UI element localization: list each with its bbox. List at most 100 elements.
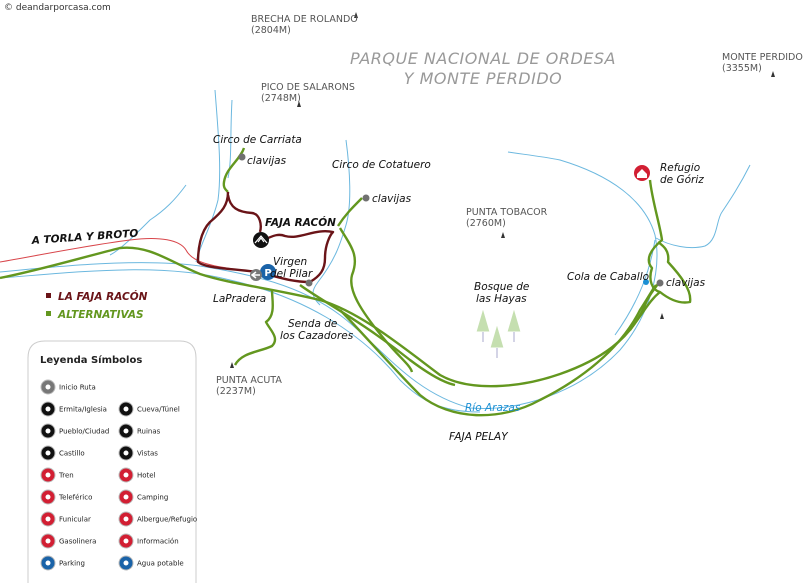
road-to-torla — [0, 237, 241, 271]
legend-label: Tren — [58, 472, 74, 480]
legend-label: Parking — [59, 560, 85, 568]
legend-label: Inicio Ruta — [59, 384, 96, 392]
legend-item: Hotel — [118, 467, 156, 483]
rivers — [0, 89, 751, 413]
legend-label: Pueblo/Ciudad — [59, 428, 109, 436]
info-icon-glyph — [123, 538, 129, 544]
label-faja-racon: FAJA RACÓN — [265, 216, 336, 229]
label-pradera: LaPradera — [213, 293, 266, 305]
peak-brecha-alt: (2804M) — [251, 25, 291, 36]
waterfall-marker — [643, 279, 649, 285]
legend-item: Ruinas — [118, 423, 161, 439]
cable-car-icon-glyph — [45, 494, 51, 500]
legend-item: Tren — [40, 467, 74, 483]
cave-icon-glyph — [123, 406, 129, 412]
label-cotatuero: Circo de Cotatuero — [332, 159, 431, 171]
clavijas-marker-cola — [656, 279, 664, 287]
peak-markers — [230, 12, 775, 368]
refuge-icon-glyph — [123, 516, 129, 522]
clavijas-marker-carriata — [238, 153, 246, 161]
route-label-racon: LA FAJA RACÓN — [58, 290, 148, 303]
alternative-routes — [0, 147, 692, 417]
viewpoint-icon-glyph — [123, 450, 129, 456]
funicular-icon-glyph — [45, 516, 51, 522]
virgen-marker — [305, 279, 313, 287]
label-carriata: Circo de Carriata — [213, 134, 302, 146]
peak-acuta-name: PUNTA ACUTA — [216, 375, 282, 386]
train-icon-glyph — [45, 472, 51, 478]
legend-item: Cueva/Túnel — [118, 401, 180, 417]
label-bosque-2: las Hayas — [476, 293, 527, 305]
label-torla: A TORLA Y BROTO — [30, 228, 138, 247]
symbols-legend: Leyenda Símbolos Inicio RutaErmita/Igles… — [27, 340, 197, 583]
legend-label: Albergue/Refugio — [137, 516, 197, 524]
label-senda-2: los Cazadores — [280, 330, 354, 342]
ruins-icon-glyph — [123, 428, 129, 434]
label-bosque-1: Bosque de — [474, 281, 529, 293]
start-route-icon — [250, 269, 262, 281]
peak-tobacor-name: PUNTA TOBACOR — [466, 207, 548, 218]
castle-icon-glyph — [45, 450, 51, 456]
label-clavijas-cola: clavijas — [666, 277, 706, 289]
legend-item: Ermita/Iglesia — [40, 401, 107, 417]
legend-label: Información — [137, 538, 179, 546]
peak-tobacor-alt: (2760M) — [466, 218, 506, 229]
peak-acuta-alt: (2237M) — [216, 386, 256, 397]
svg-text:P: P — [264, 268, 271, 279]
label-faja-pelay: FAJA PELAY — [449, 431, 509, 443]
legend-label: Agua potable — [137, 560, 184, 568]
copyright: © deandarporcasa.com — [4, 3, 111, 13]
legend-label: Camping — [137, 494, 168, 502]
legend-label: Cueva/Túnel — [137, 406, 180, 414]
route-swatch-alternativas — [46, 311, 51, 316]
label-clavijas-cotatuero: clavijas — [372, 193, 412, 205]
legend-label: Vistas — [137, 450, 158, 458]
legend-item: Funicular — [40, 511, 91, 527]
label-cola: Cola de Caballo — [567, 271, 649, 283]
legend-label: Gasolinera — [59, 538, 96, 546]
legend-item: Inicio Ruta — [40, 379, 96, 395]
arrow-icon-glyph — [45, 384, 51, 390]
legend-item: Albergue/Refugio — [118, 511, 197, 527]
label-refugio-2: de Góriz — [660, 174, 704, 186]
legend-item: Camping — [118, 489, 168, 505]
legend-label: Ruinas — [137, 428, 161, 436]
legend-label: Funicular — [59, 516, 91, 524]
legend-item: Agua potable — [118, 555, 184, 571]
legend-item: Parking — [40, 555, 85, 571]
legend-label: Castillo — [59, 450, 85, 458]
label-virgen-2: del Pilar — [270, 268, 313, 280]
legend-label: Teleférico — [58, 494, 92, 502]
park-name-line2: Y MONTE PERDIDO — [404, 69, 563, 88]
parking-icon[interactable]: P — [260, 264, 276, 280]
church-icon-glyph — [45, 406, 51, 412]
legend-item: Vistas — [118, 445, 158, 461]
legend-title: Leyenda Símbolos — [40, 354, 142, 366]
water-icon-glyph — [123, 560, 129, 566]
peak-salarons-alt: (2748M) — [261, 93, 301, 104]
viewpoint-icon — [253, 232, 269, 248]
camping-icon-glyph — [123, 494, 129, 500]
gas-station-icon-glyph — [45, 538, 51, 544]
peak-brecha-name: BRECHA DE ROLANDO — [251, 14, 358, 25]
peak-salarons-name: PICO DE SALARONS — [261, 82, 355, 93]
legend-item: Castillo — [40, 445, 85, 461]
route-swatch-racon — [46, 293, 51, 298]
clavijas-marker-cotatuero — [362, 194, 370, 202]
label-refugio-1: Refugio — [660, 162, 700, 174]
label-clavijas-carriata: clavijas — [247, 155, 287, 167]
town-icon-glyph — [45, 428, 51, 434]
peak-perdido-name: MONTE PERDIDO — [722, 52, 803, 63]
legend-item: Pueblo/Ciudad — [40, 423, 109, 439]
forest-icon — [475, 306, 522, 358]
legend-item: Información — [118, 533, 179, 549]
legend-item: Teleférico — [40, 489, 92, 505]
label-virgen-1: Virgen — [273, 256, 307, 268]
legend-label: Hotel — [137, 472, 156, 480]
label-rio-arazas: Río Arazas — [465, 402, 521, 414]
legend-item: Gasolinera — [40, 533, 96, 549]
parking-icon-glyph — [45, 560, 51, 566]
legend-label: Ermita/Iglesia — [59, 406, 107, 414]
refuge-icon[interactable] — [634, 165, 650, 181]
